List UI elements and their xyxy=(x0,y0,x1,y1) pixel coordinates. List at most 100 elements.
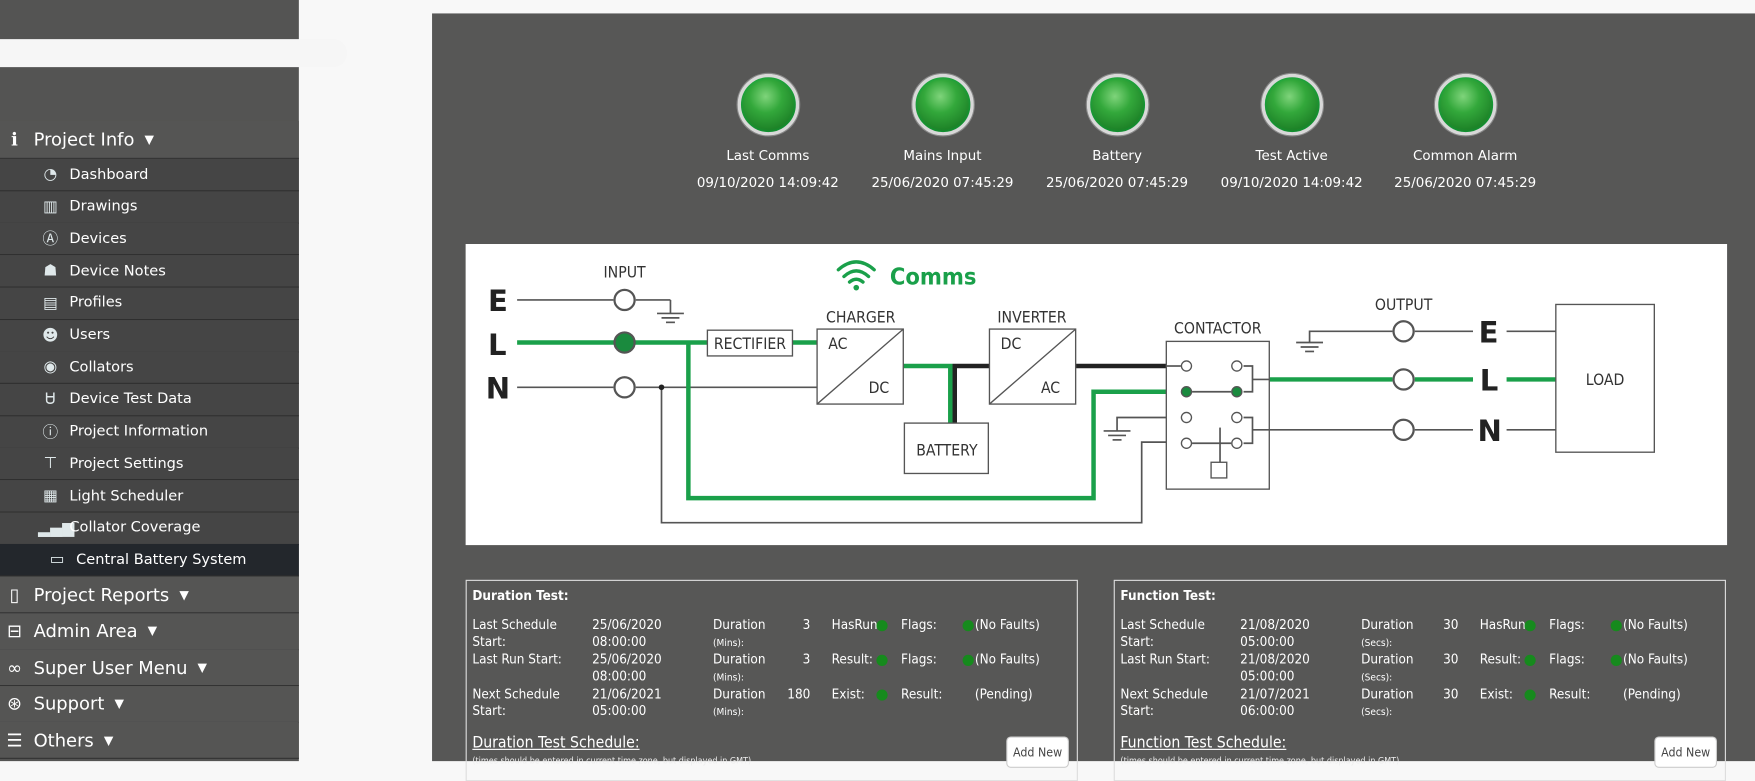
inverter-dc-label: DC xyxy=(1001,334,1022,353)
schedule-link[interactable]: Duration Test Schedule: xyxy=(472,734,640,753)
sidebar-item-label: Devices xyxy=(69,230,127,248)
flag-dot-icon xyxy=(962,620,974,632)
sidebar-item-dashboard[interactable]: ◔ Dashboard xyxy=(0,158,299,192)
row-label: Next Schedule Start: xyxy=(1120,686,1208,719)
stethoscope-icon: Ꮜ xyxy=(45,390,56,409)
status-dot-icon xyxy=(1524,654,1536,666)
duration-text: Duration xyxy=(712,686,766,702)
rectifier-box xyxy=(706,329,794,357)
load-box xyxy=(1555,303,1655,453)
flag-dot-cell xyxy=(1614,686,1623,722)
mask-icon: ∞ xyxy=(7,656,23,678)
signal-icon: ▂▄▆ xyxy=(38,519,75,537)
status-label: Result: xyxy=(831,651,874,668)
flag-text: (Pending) xyxy=(1622,686,1681,702)
input-earth-terminal xyxy=(613,288,636,312)
status-label: Exist: xyxy=(831,686,865,702)
status-light-timestamp: 09/10/2020 14:09:42 xyxy=(1220,174,1363,191)
output-label: OUTPUT xyxy=(1375,295,1433,314)
duration-unit: (Mins): xyxy=(712,707,744,719)
cbs-schematic-diagram: Comms INPUT OUTPUT RECTIFIER CHARGER INV… xyxy=(465,244,1728,546)
load-label: LOAD xyxy=(1586,370,1625,389)
status-light-timestamp: 09/10/2020 14:09:42 xyxy=(696,174,839,191)
row-time: 06:00:00 xyxy=(1240,702,1295,719)
sidebar-item-device-notes[interactable]: ☗Device Notes xyxy=(0,255,299,288)
status-dot-icon xyxy=(876,654,888,666)
sidebar-item-users[interactable]: ☻Users xyxy=(0,319,299,353)
chevron-down-icon: ▼ xyxy=(114,696,124,711)
sidebar-section-label: Project Reports xyxy=(33,583,170,606)
sidebar-item-drawings[interactable]: ▥Drawings xyxy=(0,191,299,224)
row-date: 21/08/2020 xyxy=(1240,651,1310,668)
sidebar-section-super-user-menu[interactable]: ∞Super User Menu▼ xyxy=(0,649,299,687)
row-date: 21/08/2020 xyxy=(1240,616,1310,633)
duration-text: Duration xyxy=(1361,651,1414,668)
status-light-timestamp: 25/06/2020 07:45:29 xyxy=(1394,174,1537,191)
status-dot-icon xyxy=(1524,620,1536,632)
add-new-button[interactable]: Add New xyxy=(1006,736,1069,768)
duration-text: Duration xyxy=(712,616,766,633)
inverter-label: INVERTER xyxy=(997,307,1066,326)
duration-value: 30 xyxy=(1443,686,1459,702)
flag-text: (No Faults) xyxy=(974,651,1040,668)
inverter-ac-label: AC xyxy=(1041,378,1060,397)
sidebar-item-central-battery-system[interactable]: ▭Central Battery System xyxy=(0,544,299,577)
status-label: Exist: xyxy=(1479,686,1513,702)
duration-text: Duration xyxy=(1361,616,1414,633)
row-time: 08:00:00 xyxy=(592,633,647,650)
sidebar-section-support[interactable]: ⊛Support▼ xyxy=(0,685,299,723)
info-circle-icon: ⓘ xyxy=(42,423,59,442)
sidebar-item-label: Collator Coverage xyxy=(69,519,201,537)
row-time: 05:00:00 xyxy=(1240,668,1295,684)
status-dot-cell xyxy=(1524,617,1549,653)
sidebar-item-profiles[interactable]: ▤Profiles xyxy=(0,287,299,320)
status-light-last-comms: Last Comms 09/10/2020 14:09:42 xyxy=(684,73,852,191)
duration-value: 3 xyxy=(802,651,811,668)
chevron-down-icon: ▼ xyxy=(144,132,154,147)
sidebar-item-project-information[interactable]: ⓘ Project Information xyxy=(0,415,299,449)
sidebar-item-label: Device Test Data xyxy=(69,391,192,408)
status-light-timestamp: 25/06/2020 07:45:29 xyxy=(871,174,1014,191)
row-date: 25/06/2020 xyxy=(592,616,662,633)
duration-label: Duration (Mins): xyxy=(713,686,786,722)
sidebar-section-others[interactable]: ☰Others▼ xyxy=(0,722,299,759)
status-light-label: Last Comms xyxy=(726,147,810,164)
status-indicator-icon xyxy=(1434,73,1496,136)
sidebar-item-label: Dashboard xyxy=(69,166,149,184)
sidebar-section-project-reports[interactable]: ▯Project Reports▼ xyxy=(0,576,299,614)
sidebar-item-collators[interactable]: ◉Collators xyxy=(0,351,299,385)
sidebar-item-light-scheduler[interactable]: ▦Light Scheduler xyxy=(0,480,299,513)
sidebar-item-device-test-data[interactable]: Ꮜ Device Test Data xyxy=(0,383,299,417)
rectifier-label: RECTIFIER xyxy=(714,334,786,353)
flag-text: (No Faults) xyxy=(1622,616,1688,633)
sidebar-section-admin-area[interactable]: ⊟Admin Area▼ xyxy=(0,612,299,650)
duration-test-panel: Duration Test:Last Schedule Start:25/06/… xyxy=(465,579,1078,781)
row-label: Next Schedule Start: xyxy=(472,686,560,719)
gauge-icon: ◔ xyxy=(43,165,58,184)
sidebar-item-label: Project Information xyxy=(69,423,209,440)
schedule-link[interactable]: Function Test Schedule: xyxy=(1120,734,1287,753)
sidebar-section-label: Admin Area xyxy=(33,620,138,642)
sidebar-item-project-settings[interactable]: ⊤Project Settings xyxy=(0,448,299,481)
input-label: INPUT xyxy=(604,263,646,282)
flag-label: Flags: xyxy=(901,616,937,633)
sitemap-icon: ⊤ xyxy=(43,454,58,473)
row-label: Last Schedule Start: xyxy=(472,616,557,650)
contactor-box xyxy=(1165,340,1270,490)
duration-label: Duration(Secs): xyxy=(1361,686,1434,722)
flag-dot-cell xyxy=(962,651,975,687)
id-card-icon: ▤ xyxy=(42,294,58,313)
add-new-button[interactable]: Add New xyxy=(1654,736,1718,768)
sidebar-item-label: Drawings xyxy=(69,198,138,216)
sidebar-item-label: Users xyxy=(69,326,111,344)
sidebar-item-collator-coverage[interactable]: ▂▄▆Collator Coverage xyxy=(0,512,299,545)
